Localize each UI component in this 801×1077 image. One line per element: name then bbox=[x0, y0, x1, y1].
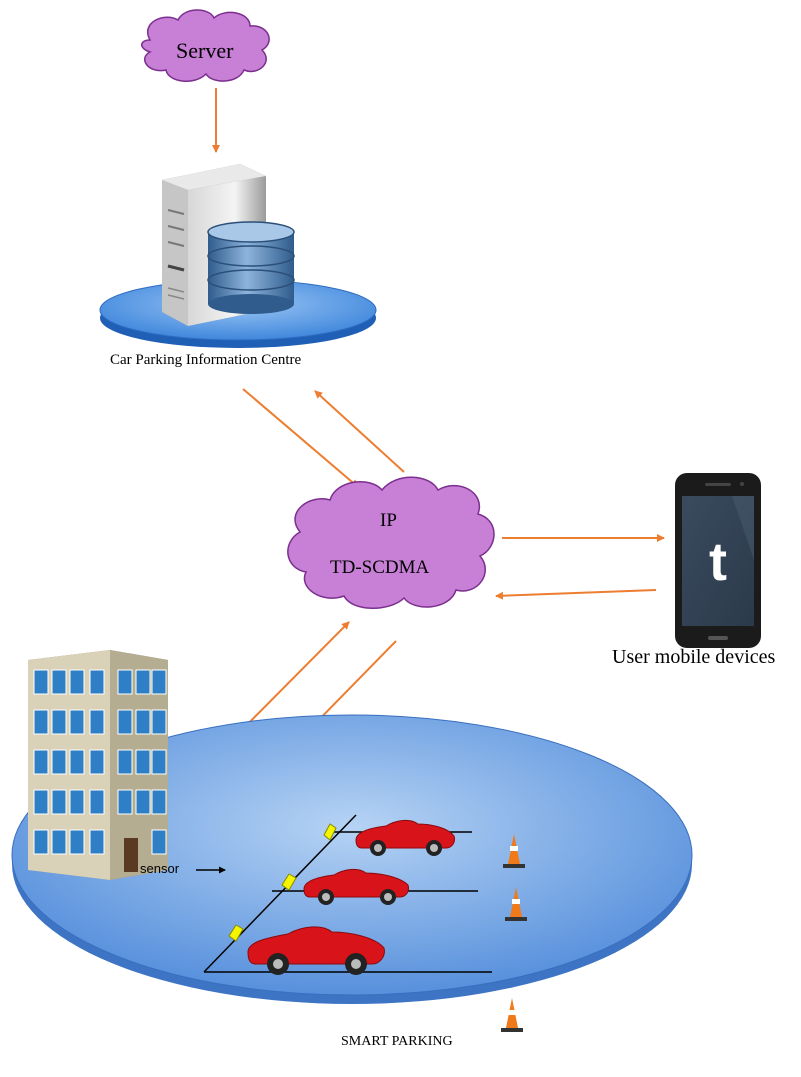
car-icon bbox=[355, 819, 455, 856]
building-window bbox=[151, 789, 167, 815]
arrow-phone-to-network bbox=[495, 589, 657, 600]
building-window bbox=[69, 829, 85, 855]
building-window bbox=[135, 709, 151, 735]
building-window bbox=[69, 669, 85, 695]
building-window bbox=[51, 709, 67, 735]
building-window bbox=[135, 669, 151, 695]
building-window bbox=[89, 829, 105, 855]
building-window bbox=[69, 709, 85, 735]
building-window bbox=[51, 669, 67, 695]
network-cloud bbox=[287, 476, 495, 609]
sensor-marker bbox=[323, 823, 337, 841]
building-window bbox=[151, 669, 167, 695]
building-window bbox=[117, 749, 133, 775]
sensor-marker bbox=[228, 924, 244, 942]
building-window bbox=[33, 749, 49, 775]
app-glyph: t bbox=[709, 532, 727, 592]
info-centre-label: Car Parking Information Centre bbox=[110, 352, 302, 368]
building-window bbox=[117, 709, 133, 735]
building-window bbox=[135, 789, 151, 815]
server-label: Server bbox=[176, 38, 234, 63]
building-icon bbox=[28, 650, 168, 880]
traffic-cone-icon bbox=[505, 887, 527, 921]
diagram-title: SMART PARKING bbox=[341, 1034, 453, 1049]
mobile-devices-label: User mobile devices bbox=[612, 646, 776, 668]
sensors bbox=[228, 823, 337, 942]
building-window bbox=[33, 709, 49, 735]
building-window bbox=[89, 789, 105, 815]
building-window bbox=[89, 749, 105, 775]
building-window bbox=[51, 789, 67, 815]
arrow-centre-to-network bbox=[242, 388, 359, 488]
parking-platform bbox=[11, 714, 693, 1004]
traffic-cone-icon bbox=[501, 998, 523, 1032]
building-window bbox=[151, 709, 167, 735]
building-window bbox=[33, 789, 49, 815]
building-window bbox=[69, 789, 85, 815]
sensor-marker bbox=[281, 873, 297, 891]
network-ip-label: IP bbox=[380, 510, 397, 531]
building-window bbox=[135, 749, 151, 775]
building-window bbox=[89, 709, 105, 735]
car-icon bbox=[247, 926, 385, 975]
building-window bbox=[89, 669, 105, 695]
database-icon bbox=[207, 221, 295, 314]
building-window bbox=[69, 749, 85, 775]
building-window bbox=[117, 789, 133, 815]
arrow-network-to-centre bbox=[314, 390, 405, 473]
building-window bbox=[151, 749, 167, 775]
building-window bbox=[117, 669, 133, 695]
traffic-cone-icon bbox=[503, 834, 525, 868]
car-icon bbox=[303, 868, 409, 905]
building-window bbox=[33, 669, 49, 695]
sensor-label: sensor bbox=[140, 861, 180, 876]
building-window bbox=[33, 829, 49, 855]
mobile-phone-icon: t bbox=[675, 473, 761, 648]
network-protocol-label: TD-SCDMA bbox=[330, 557, 430, 578]
building-window bbox=[151, 829, 167, 855]
building-window bbox=[51, 749, 67, 775]
building-window bbox=[51, 829, 67, 855]
server-cloud bbox=[141, 9, 270, 82]
